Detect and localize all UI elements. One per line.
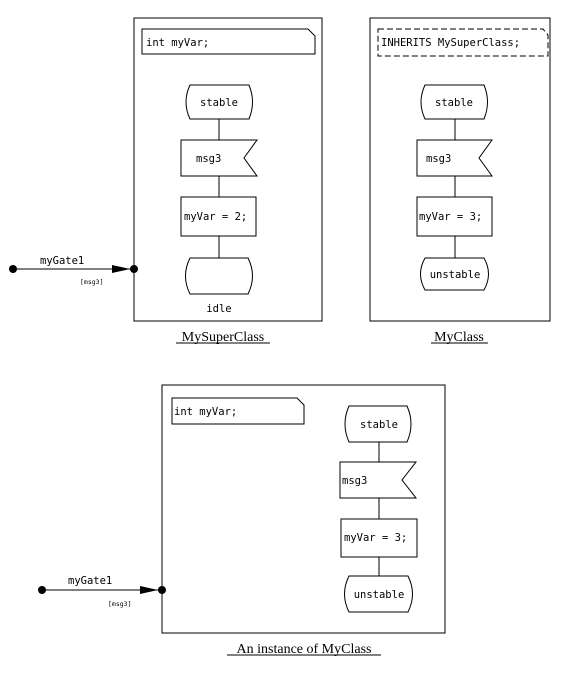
instance-input-signal (339, 461, 418, 499)
super-class-input-signal (180, 139, 258, 177)
super-class-gate-signals: [msg3] (80, 278, 103, 286)
super-class-state-idle (185, 257, 253, 295)
my-class-state-stable (420, 84, 488, 120)
instance-declaration: int myVar; (174, 406, 237, 418)
super-class-diagram: int myVar; stable msg3 myVar = 2; idle m… (9, 17, 323, 345)
instance-state-unstable-label: unstable (354, 589, 405, 601)
instance-state-unstable (344, 575, 413, 613)
instance-gate-name: myGate1 (68, 575, 112, 587)
my-class-caption: MyClass (434, 330, 484, 345)
my-class-input-signal (416, 139, 493, 177)
super-class-caption: MySuperClass (182, 330, 264, 345)
super-class-text-symbol (141, 28, 316, 55)
instance-caption: An instance of MyClass (237, 642, 372, 657)
my-class-task (416, 196, 493, 237)
my-class-state-stable-label: stable (435, 97, 473, 109)
gate-connection-dot (158, 586, 166, 594)
my-class-input-signal-label: msg3 (426, 153, 451, 165)
gate-arrowhead (112, 265, 130, 273)
instance-text-symbol (171, 397, 305, 425)
instance-task-label: myVar = 3; (344, 532, 407, 544)
my-class-state-unstable-label: unstable (430, 269, 481, 281)
super-class-input-signal-label: msg3 (196, 153, 221, 165)
super-class-gate-name: myGate1 (40, 255, 84, 267)
instance-state-stable-label: stable (360, 419, 398, 431)
my-class-diagram: INHERITS MySuperClass; stable msg3 myVar… (369, 17, 551, 345)
super-class-gate: myGate1 [msg3] (9, 255, 138, 286)
super-class-state-idle-label: idle (206, 303, 231, 315)
super-class-state-stable-label: stable (200, 97, 238, 109)
instance-gate-signals: [msg3] (108, 600, 131, 608)
super-class-declaration: int myVar; (146, 37, 209, 49)
instance-gate: myGate1 [msg3] (38, 575, 166, 608)
super-class-state-stable (185, 84, 253, 120)
instance-diagram: int myVar; stable msg3 myVar = 3; unstab… (38, 384, 446, 657)
my-class-state-unstable (420, 257, 489, 291)
gate-connection-dot (130, 265, 138, 273)
my-class-inherits-symbol (377, 28, 549, 57)
my-class-inherits: INHERITS MySuperClass; (381, 37, 520, 49)
super-class-task (180, 196, 257, 237)
instance-input-signal-label: msg3 (342, 475, 367, 487)
super-class-task-label: myVar = 2; (184, 211, 247, 223)
my-class-task-label: myVar = 3; (419, 211, 482, 223)
instance-state-stable (344, 405, 412, 443)
gate-arrowhead (140, 586, 158, 594)
